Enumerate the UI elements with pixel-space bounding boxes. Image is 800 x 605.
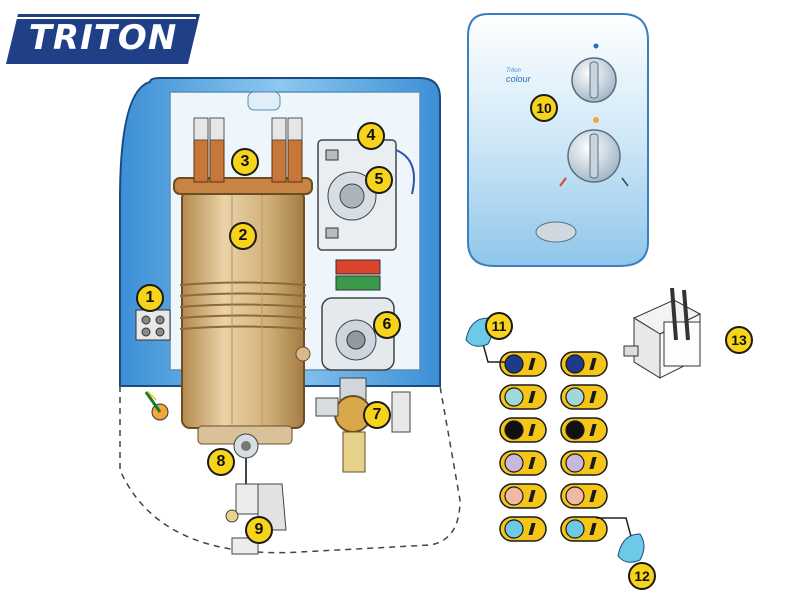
water-inlet [315,377,411,473]
callout-10: 10 [530,94,558,122]
trim-right-5 [560,483,608,509]
logo-wordmark: TRITON [28,18,178,58]
trim-kit [499,351,608,542]
trim-left-3 [499,417,547,443]
flow-indicator [335,259,381,291]
callout-7: 7 [363,401,391,429]
panel-brand-main: colour [506,74,531,84]
trim-right-6 [560,516,608,542]
callout-8: 8 [207,448,235,476]
callout-4: 4 [357,122,385,150]
panel-brand-text: Triton colour [506,68,531,84]
leader-lines [481,339,633,541]
trim-right-1 [560,351,608,377]
front-control-panel [467,13,649,267]
callout-13: 13 [725,326,753,354]
micro-switch [623,287,702,379]
trim-left-1 [499,351,547,377]
trim-right-2 [560,384,608,410]
triton-logo [6,14,200,64]
callout-3: 3 [231,148,259,176]
panel-brand-sub: Triton [506,68,521,74]
callout-6: 6 [373,311,401,339]
trim-drop-12 [617,533,645,563]
heating-element-terminals [193,117,303,183]
trim-left-5 [499,483,547,509]
callout-11: 11 [485,312,513,340]
earth-terminal [144,391,169,421]
heater-tank [173,177,313,445]
callout-9: 9 [245,516,273,544]
trim-left-2 [499,384,547,410]
trim-left-6 [499,516,547,542]
terminal-block [135,309,171,341]
callout-5: 5 [365,166,393,194]
callout-12: 12 [628,562,656,590]
trim-right-3 [560,417,608,443]
trim-right-4 [560,450,608,476]
callout-2: 2 [229,222,257,250]
callout-1: 1 [136,284,164,312]
thermal-cut-out [233,433,259,498]
trim-left-4 [499,450,547,476]
